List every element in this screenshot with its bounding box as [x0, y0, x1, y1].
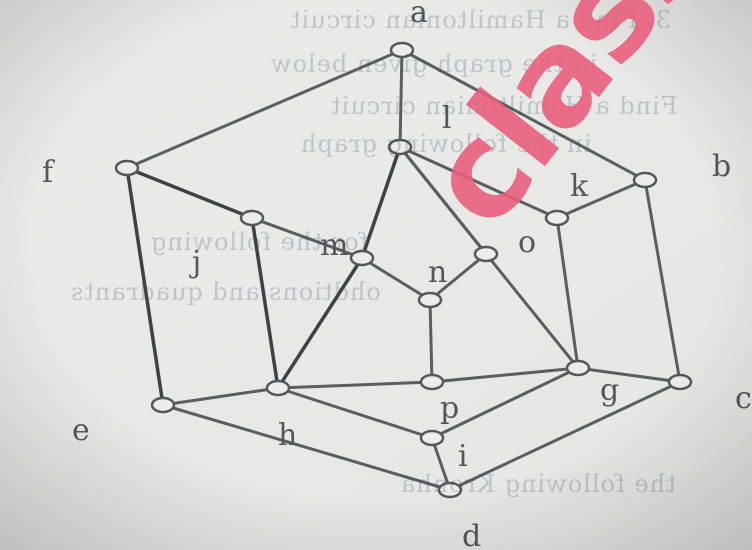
- bleed-text-line: ohdtions and quadrants: [70, 278, 381, 306]
- bleed-text-line: the following Kronha: [400, 470, 676, 498]
- bleed-text-line: for the following: [150, 228, 369, 256]
